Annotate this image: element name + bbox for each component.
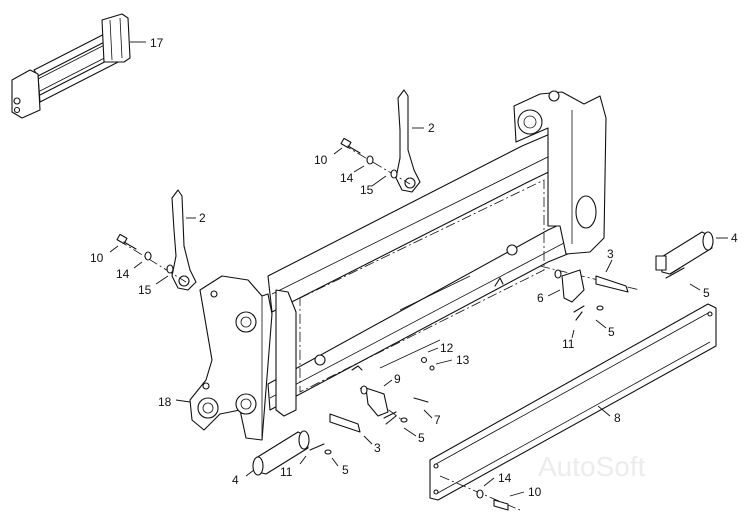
lock-pin-left: [252, 430, 332, 476]
lever-fasteners-right: [340, 137, 411, 185]
leader-lines: [109, 41, 728, 497]
callout-labels: 17 2 10 14 15 2 10 14 15 4 3 5 6 5 11 12…: [90, 36, 738, 499]
lock-mechanism-left: [329, 385, 429, 433]
callout-7: 7: [434, 413, 441, 427]
callout-5-bottom: 5: [342, 463, 349, 477]
callout-3-left: 3: [374, 441, 381, 455]
callout-13: 13: [456, 353, 470, 367]
guard-plate: [429, 303, 717, 511]
callout-4-right: 4: [731, 231, 738, 245]
lock-pin-right: [655, 231, 714, 279]
callout-4-left: 4: [232, 473, 239, 487]
callout-14-right: 14: [340, 171, 354, 185]
lever-fasteners-left: [116, 233, 187, 283]
callout-9: 9: [394, 372, 401, 386]
lock-mechanism-right: [539, 265, 641, 321]
lever-handle-left: [171, 189, 197, 291]
callout-11-left: 11: [280, 465, 293, 479]
callout-12: 12: [440, 341, 454, 355]
callout-2-left: 2: [199, 211, 206, 225]
callout-10-bottom: 10: [528, 485, 542, 499]
callout-10-left: 10: [90, 251, 104, 265]
callout-18: 18: [158, 395, 172, 409]
callout-8: 8: [614, 411, 621, 425]
watermark: AutoSoft: [538, 451, 646, 482]
callout-14-bottom: 14: [498, 471, 512, 485]
callout-15-right: 15: [360, 183, 374, 197]
callout-15-left: 15: [138, 283, 152, 297]
callout-5-upper: 5: [703, 286, 710, 300]
callout-2-right: 2: [428, 121, 435, 135]
callout-17: 17: [150, 36, 164, 50]
callout-14-left: 14: [116, 267, 130, 281]
callout-5-mid: 5: [608, 325, 615, 339]
callout-5-lower: 5: [418, 431, 425, 445]
callout-10-right: 10: [314, 153, 328, 167]
quick-attach-frame: [189, 90, 607, 441]
callout-11-right: 11: [562, 337, 575, 351]
lever-handle-right: [395, 89, 421, 193]
assembly-thumbnail: [11, 13, 131, 119]
callout-3-right: 3: [607, 247, 614, 261]
callout-6: 6: [537, 291, 544, 305]
small-fasteners-center: [420, 356, 435, 371]
